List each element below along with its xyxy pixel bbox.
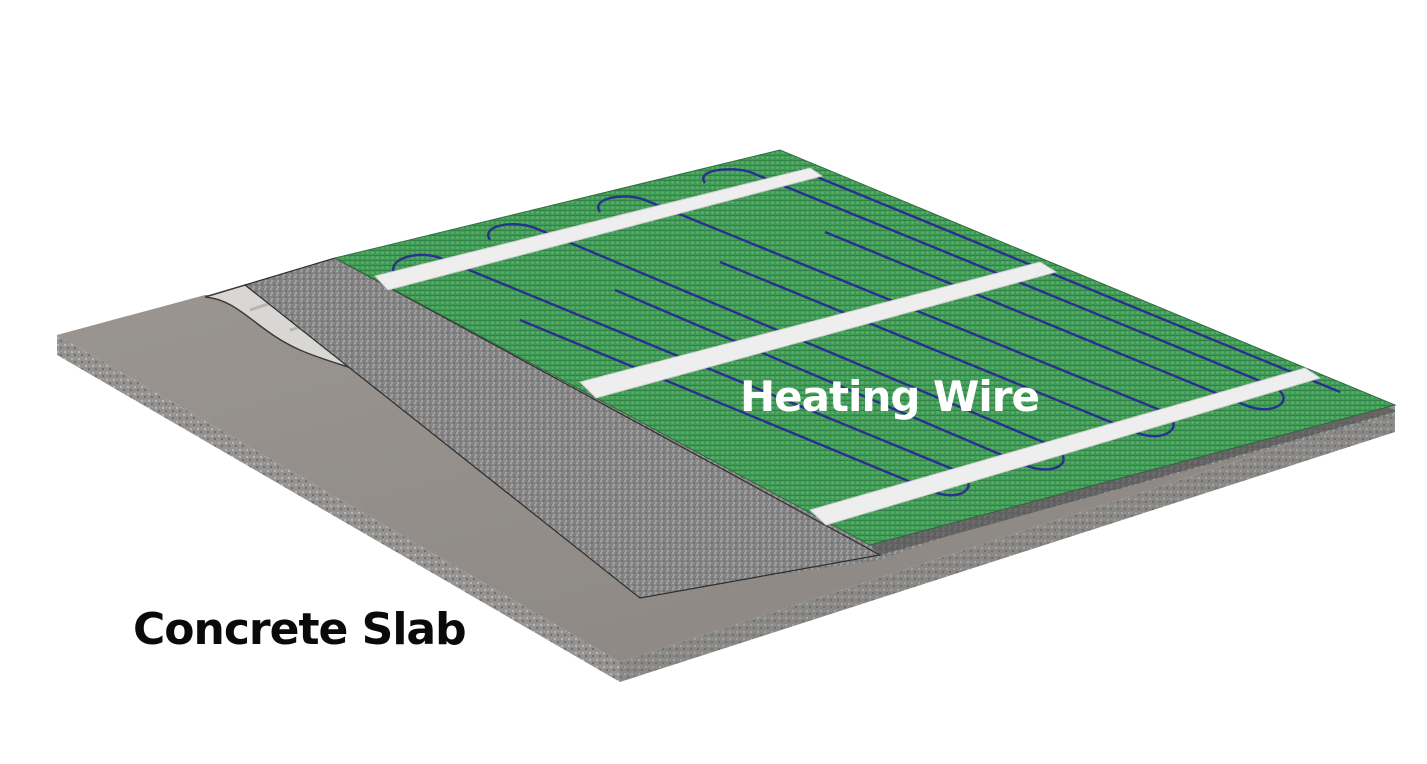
heating-wire-label: Heating Wire <box>740 372 1040 421</box>
tape-strips <box>374 167 1322 526</box>
slab-edge <box>57 335 1395 682</box>
concrete-slab-label: Concrete Slab <box>133 604 467 655</box>
